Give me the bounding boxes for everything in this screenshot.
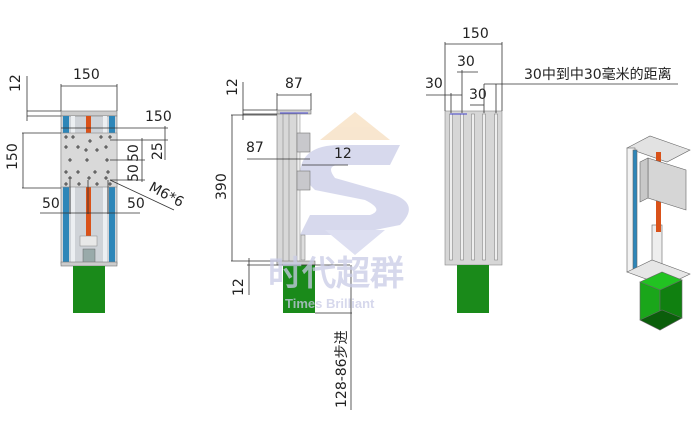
dim-bottom-right: 50 bbox=[127, 196, 145, 212]
mounting-hole bbox=[87, 176, 91, 180]
front-view: 150 12 150 150 25 50 50 M6*6 50 50 bbox=[5, 67, 186, 313]
dim-stroke: 390 bbox=[214, 173, 230, 200]
motor bbox=[73, 266, 105, 313]
mounting-hole bbox=[104, 176, 108, 180]
t-slot bbox=[460, 113, 464, 261]
dim-plate-height: 150 bbox=[5, 143, 21, 170]
dim-bottom-left: 50 bbox=[42, 196, 60, 212]
t-slot bbox=[471, 113, 475, 261]
mounting-hole bbox=[106, 170, 110, 174]
mounting-hole bbox=[71, 135, 75, 139]
back-view: 150 30 30 30 30中到中30毫米的距离 bbox=[425, 26, 678, 313]
mounting-hole bbox=[76, 170, 80, 174]
watermark-cn: 时代超群 bbox=[268, 255, 404, 293]
mounting-hole bbox=[95, 148, 99, 152]
dim-back-width: 150 bbox=[462, 26, 489, 42]
t-slot bbox=[494, 113, 498, 261]
watermark-logo bbox=[300, 112, 409, 255]
dim-plate-width: 150 bbox=[145, 109, 172, 125]
mounting-hole bbox=[64, 182, 68, 186]
dim-top-thickness: 12 bbox=[8, 74, 24, 92]
dim-slot-b: 30 bbox=[425, 76, 443, 92]
t-slot bbox=[482, 113, 486, 261]
isometric-view bbox=[626, 135, 691, 331]
mounting-hole bbox=[76, 145, 80, 149]
dim-bottom-thickness: 12 bbox=[231, 278, 247, 296]
dim-hole-50b: 50 bbox=[126, 164, 142, 182]
mounting-hole bbox=[64, 145, 68, 149]
watermark-en: Times Brilliant bbox=[285, 296, 375, 311]
mounting-hole bbox=[99, 135, 103, 139]
mounting-hole bbox=[105, 158, 109, 162]
side-view: 87 12 390 87 12 12 128-86步进 bbox=[214, 76, 352, 410]
dim-top-depth: 87 bbox=[285, 76, 303, 92]
mounting-hole bbox=[77, 182, 81, 186]
dim-hole-25: 25 bbox=[150, 142, 166, 160]
dim-hole-50a: 50 bbox=[126, 144, 142, 162]
mounting-hole bbox=[64, 170, 68, 174]
mounting-hole bbox=[93, 170, 97, 174]
mounting-hole bbox=[95, 182, 99, 186]
mounting-hole bbox=[85, 158, 89, 162]
mounting-hole bbox=[108, 182, 112, 186]
dim-side-top-thickness: 12 bbox=[225, 78, 241, 96]
slot-spacing-note: 30中到中30毫米的距离 bbox=[524, 66, 672, 83]
mounting-hole bbox=[68, 176, 72, 180]
mounting-hole bbox=[64, 135, 68, 139]
dim-slot-c: 30 bbox=[469, 87, 487, 103]
mounting-hole bbox=[84, 148, 88, 152]
dim-top-width: 150 bbox=[73, 67, 100, 83]
dim-carriage-offset: 12 bbox=[334, 146, 352, 162]
dim-slot-a: 30 bbox=[457, 54, 475, 70]
mounting-hole bbox=[68, 158, 72, 162]
side-motor bbox=[283, 265, 315, 313]
mounting-hole bbox=[108, 135, 112, 139]
back-motor bbox=[457, 265, 489, 313]
mounting-hole bbox=[88, 139, 92, 143]
motor-label: 128-86步进 bbox=[334, 330, 350, 408]
t-slot bbox=[449, 113, 453, 261]
dim-carriage-depth: 87 bbox=[246, 140, 264, 156]
mounting-hole bbox=[104, 145, 108, 149]
